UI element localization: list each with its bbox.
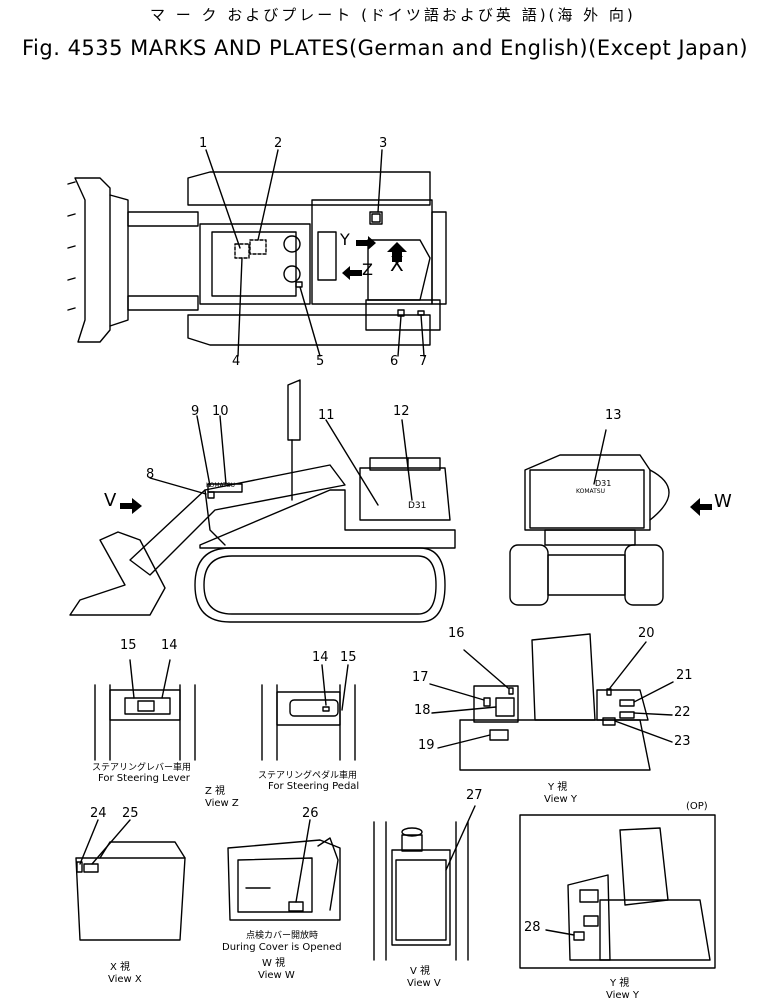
caption-view-w-en: View W [258, 970, 295, 981]
side-view [69, 379, 456, 623]
callout-21: 21 [676, 668, 693, 683]
view-w-detail [227, 819, 341, 921]
caption-view-z-jp: Z 視 [205, 786, 226, 797]
caption-steer-lever-jp: ステアリングレバー車用 [92, 763, 192, 773]
view-x-detail [75, 819, 186, 941]
callout-13: 13 [605, 408, 622, 423]
callout-26: 26 [302, 806, 319, 821]
callout-7: 7 [419, 354, 428, 369]
komatsu-plate-rear: KOMATSU [576, 488, 606, 495]
caption-view-y2-en: View Y [606, 990, 640, 1001]
callout-28: 28 [524, 920, 541, 935]
callout-19: 19 [418, 738, 435, 753]
caption-cover-en: During Cover is Opened [222, 942, 342, 953]
callout-14-lever: 14 [161, 638, 178, 653]
caption-steer-pedal-jp: ステアリングペダル車用 [258, 771, 358, 781]
steering-pedal-detail [261, 664, 356, 761]
arrow-w-label: W [714, 491, 732, 512]
callout-1: 1 [199, 136, 208, 151]
callout-3: 3 [379, 136, 388, 151]
caption-view-v-en: View V [407, 978, 441, 989]
rear-view [509, 429, 712, 606]
steering-lever-detail [94, 659, 196, 761]
callout-27: 27 [466, 788, 483, 803]
view-v-detail [373, 805, 476, 961]
caption-view-x-jp: X 視 [110, 962, 131, 973]
caption-view-x-en: View X [108, 974, 142, 985]
arrow-y-label: Y [340, 230, 350, 249]
caption-view-y-en: View Y [544, 794, 578, 805]
callout-5: 5 [316, 354, 325, 369]
callout-17: 17 [412, 670, 429, 685]
figure-title-japanese: マ ー ク およびプレート (ドイツ語および英 語)(海 外 向) [150, 6, 636, 24]
caption-cover-jp: 点検カバー開放時 [246, 931, 319, 941]
callout-10: 10 [212, 404, 229, 419]
caption-view-w-jp: W 視 [262, 958, 286, 969]
caption-view-z-en: View Z [205, 798, 239, 809]
top-view [67, 149, 447, 357]
arrow-x-label: X [390, 252, 404, 276]
callout-6: 6 [390, 354, 399, 369]
callout-24: 24 [90, 806, 107, 821]
model-plate-side: D31 [408, 501, 427, 511]
callout-4: 4 [232, 354, 241, 369]
callout-14-pedal: 14 [312, 650, 329, 665]
callout-18: 18 [414, 703, 431, 718]
komatsu-plate-side: KOMATSU [206, 482, 236, 489]
view-y-detail [429, 633, 674, 771]
view-y-op-detail [519, 814, 716, 969]
arrow-z-label: Z [362, 260, 373, 279]
callout-11: 11 [318, 408, 335, 423]
model-plate-rear: D31 [595, 479, 612, 488]
arrow-v-label: V [104, 490, 117, 511]
callout-22: 22 [674, 705, 691, 720]
caption-op: (OP) [686, 801, 708, 812]
callout-15-lever: 15 [120, 638, 137, 653]
callout-12: 12 [393, 404, 410, 419]
caption-view-y-jp: Y 視 [548, 782, 568, 793]
caption-view-v-jp: V 視 [410, 966, 431, 977]
callout-16: 16 [448, 626, 465, 641]
caption-view-y2-jp: Y 視 [610, 978, 630, 989]
callout-25: 25 [122, 806, 139, 821]
callout-23: 23 [674, 734, 691, 749]
figure-title-english: Fig. 4535 MARKS AND PLATES(German and En… [22, 36, 749, 60]
callout-15-pedal: 15 [340, 650, 357, 665]
caption-steer-lever-en: For Steering Lever [98, 773, 190, 784]
callout-9: 9 [191, 404, 200, 419]
callout-20: 20 [638, 626, 655, 641]
caption-steer-pedal-en: For Steering Pedal [268, 781, 360, 792]
callout-8: 8 [146, 467, 155, 482]
callout-2: 2 [274, 136, 283, 151]
